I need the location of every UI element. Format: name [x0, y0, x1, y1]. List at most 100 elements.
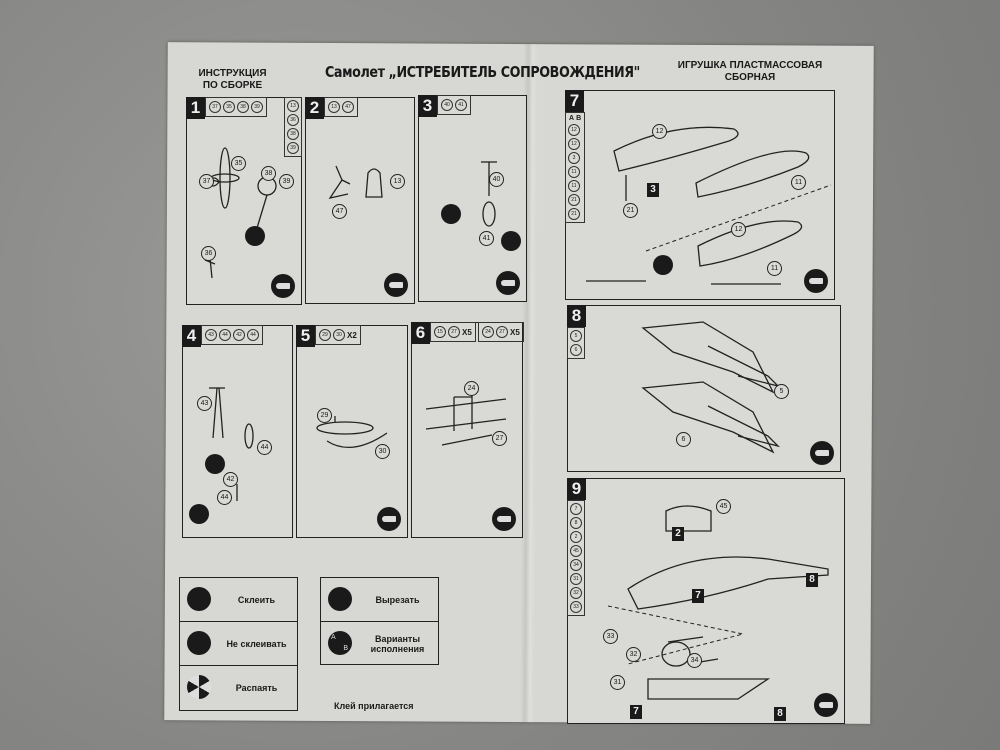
step-number: 5 — [296, 325, 315, 347]
legend-label: Варианты исполнения — [370, 633, 425, 654]
part-chip: 36 — [287, 114, 299, 126]
part-label: 45 — [716, 499, 731, 514]
assembly-ref: 8 — [806, 573, 818, 587]
step-number: 2 — [305, 97, 324, 119]
instruction-heading: ИНСТРУКЦИЯ ПО СБОРКЕ — [190, 68, 275, 92]
part-label: 36 — [201, 246, 216, 261]
part-chip: 3 — [568, 152, 580, 164]
part-label: 47 — [332, 204, 347, 219]
no-glue-icon — [187, 631, 211, 655]
variant-head: B — [576, 115, 582, 122]
legend-label: Вырезать — [375, 594, 420, 605]
part-chip: 45 — [570, 545, 582, 557]
step-number: 8 — [567, 305, 586, 327]
part-chip: 6 — [570, 344, 582, 356]
legend-label: Распаять — [235, 682, 278, 693]
part-chip: 11 — [568, 166, 580, 178]
legend-solder: Распаять — [180, 666, 297, 709]
part-chip: 44 — [247, 329, 259, 341]
glue-icon — [814, 693, 838, 717]
variant-b: B — [343, 645, 348, 652]
wings-drawing — [641, 321, 781, 454]
toy-heading: ИГРУШКА ПЛАСТМАССОВАЯ СБОРНАЯ — [665, 60, 835, 84]
part-label: 40 — [489, 172, 504, 187]
instruction-line-2: ПО СБОРКЕ — [202, 80, 263, 91]
toy-line-2: СБОРНАЯ — [724, 72, 776, 83]
legend-label: Склеить — [237, 594, 276, 605]
variant-head: A — [569, 115, 575, 122]
step-number: 4 — [182, 325, 201, 347]
part-chip: 12 — [568, 124, 580, 136]
landing-gear-drawing — [441, 161, 521, 251]
legend-no-glue: Не склеивать — [180, 622, 297, 666]
legend-cut: Вырезать — [321, 578, 438, 622]
part-chip: 8 — [570, 517, 582, 529]
multiplier: X5 — [510, 327, 520, 337]
assembly-ref: 8 — [774, 707, 786, 721]
part-chip: 5 — [570, 330, 582, 342]
part-label: 37 — [199, 174, 214, 189]
step-number: 7 — [565, 90, 584, 112]
glue-icon — [804, 269, 828, 293]
glue-icon — [492, 507, 516, 531]
glue-note: Клей прилагается — [334, 701, 414, 711]
part-label: 44 — [217, 490, 232, 505]
part-label: 38 — [261, 166, 276, 181]
part-chip: 2 — [570, 531, 582, 543]
step-number: 9 — [567, 478, 586, 500]
part-chip: 42 — [233, 329, 245, 341]
glue-icon — [377, 507, 401, 531]
glue-icon — [384, 273, 408, 297]
fuel-tank-drawing — [316, 416, 388, 448]
part-label: 11 — [791, 175, 806, 190]
part-chip: 37 — [209, 101, 221, 113]
part-chip: 39 — [251, 101, 263, 113]
part-chip: 47 — [342, 101, 354, 113]
legend-glue: Склеить — [180, 578, 297, 622]
pilot-seat-drawing — [328, 165, 383, 199]
part-label: 42 — [223, 472, 238, 487]
part-chip: 7 — [570, 503, 582, 515]
part-chip: 33 — [570, 601, 582, 613]
part-label: 11 — [767, 261, 782, 276]
cut-icon — [328, 587, 352, 611]
solder-icon — [187, 675, 211, 699]
step-number: 3 — [418, 95, 437, 117]
part-chip: 13 — [328, 101, 340, 113]
part-chip: 12 — [568, 138, 580, 150]
part-chip: 38 — [287, 128, 299, 140]
part-chip: 31 — [570, 573, 582, 585]
part-label: 30 — [375, 444, 390, 459]
glue-icon — [810, 441, 834, 465]
part-label: 13 — [390, 174, 405, 189]
glue-icon — [496, 271, 520, 295]
part-chip: 30 — [333, 329, 345, 341]
part-chip: 40 — [441, 99, 453, 111]
part-label: 5 — [774, 384, 789, 399]
part-chip: 11 — [568, 180, 580, 192]
glue-icon — [271, 274, 295, 298]
part-label: 39 — [279, 174, 294, 189]
multiplier: X2 — [347, 330, 357, 340]
page-title: Самолет „ИСТРЕБИТЕЛЬ СОПРОВОЖДЕНИЯ" — [325, 63, 640, 81]
step-number: 1 — [186, 97, 205, 119]
part-chip: 24 — [482, 326, 494, 338]
